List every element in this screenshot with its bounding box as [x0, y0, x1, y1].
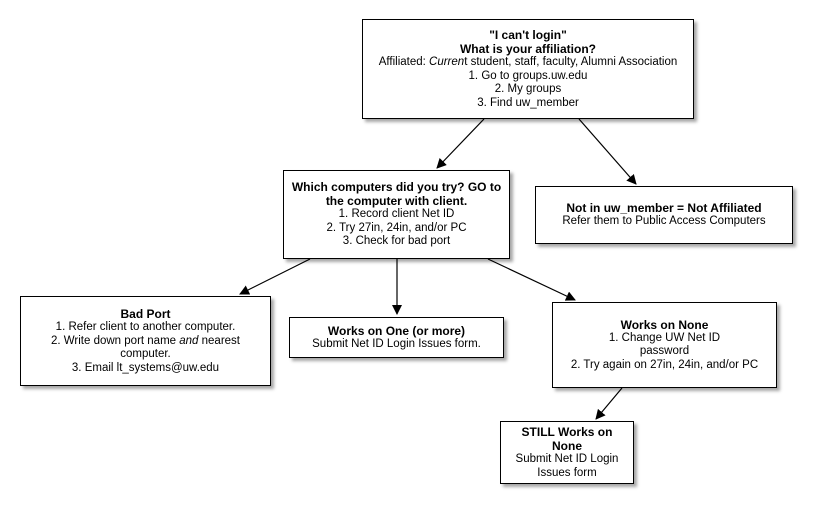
still-works-title-1: STILL Works on — [521, 425, 613, 439]
bad-port-step-2-suffix: nearest — [198, 334, 240, 347]
node-which-computers: Which computers did you try? GO to the c… — [283, 170, 510, 259]
which-computers-title-2: the computer with client. — [325, 194, 468, 209]
affiliation-question: What is your affiliation? — [459, 42, 596, 56]
cant-login-title: "I can't login" — [489, 28, 567, 42]
bad-port-step-2-emphasis: and — [179, 334, 199, 347]
node-works-on-none: Works on None 1. Change UW Net ID passwo… — [552, 302, 777, 388]
arrow-computers-to-works-none — [487, 258, 576, 301]
affiliated-prefix: Affiliated: — [378, 56, 430, 68]
not-affiliated-title: Not in uw_member = Not Affiliated — [566, 201, 762, 216]
bad-port-step-2-prefix: 2. Write down port name — [50, 334, 180, 347]
not-affiliated-body: Refer them to Public Access Computers — [562, 215, 766, 228]
arrow-login-to-computers — [436, 118, 485, 169]
works-on-one-body: Submit Net ID Login Issues form. — [312, 337, 481, 350]
affiliated-suffix: t student, staff, faculty, Alumni Associ… — [464, 56, 678, 68]
login-step-3: 3. Find uw_member — [477, 96, 579, 109]
computers-step-2: 2. Try 27in, 24in, and/or PC — [326, 221, 467, 234]
login-step-1: 1. Go to groups.uw.edu — [468, 69, 588, 82]
node-still-works-on-none: STILL Works on None Submit Net ID Login … — [500, 421, 634, 484]
computers-step-1: 1. Record client Net ID — [338, 208, 455, 221]
computers-step-3: 3. Check for bad port — [342, 235, 451, 248]
bad-port-step-2-continued: computer. — [120, 348, 171, 360]
works-on-none-step-1: 1. Change UW Net ID — [608, 331, 721, 344]
still-works-body-2: Issues form — [537, 466, 597, 479]
node-bad-port: Bad Port 1. Refer client to another comp… — [20, 296, 271, 386]
arrow-computers-to-bad-port — [239, 258, 311, 295]
arrow-works-none-to-still-none — [595, 387, 623, 420]
works-on-none-title: Works on None — [620, 317, 709, 332]
arrow-login-to-not-affiliated — [578, 118, 637, 185]
bad-port-step-1: 1. Refer client to another computer. — [55, 321, 236, 333]
works-on-none-step-2: 2. Try again on 27in, 24in, and/or PC — [570, 358, 759, 371]
node-works-on-one: Works on One (or more) Submit Net ID Log… — [289, 317, 504, 358]
bad-port-step-3: 3. Email lt_systems@uw.edu — [71, 361, 220, 374]
affiliated-definition: Affiliated: Current student, staff, facu… — [379, 56, 678, 70]
bad-port-step-2: 2. Write down port name and nearest — [51, 335, 240, 349]
affiliated-emphasis: Curren — [429, 56, 465, 68]
node-cant-login: "I can't login" What is your affiliation… — [362, 19, 694, 119]
works-on-one-title: Works on One (or more) — [327, 323, 466, 338]
bad-port-title: Bad Port — [120, 307, 171, 321]
works-on-none-step-1-continued: password — [639, 345, 690, 358]
which-computers-title-1: Which computers did you try? GO to — [291, 180, 502, 195]
still-works-title-2: None — [552, 439, 582, 453]
login-step-2: 2. My groups — [494, 83, 562, 95]
node-not-affiliated: Not in uw_member = Not Affiliated Refer … — [535, 186, 793, 244]
still-works-body-1: Submit Net ID Login — [515, 453, 619, 465]
